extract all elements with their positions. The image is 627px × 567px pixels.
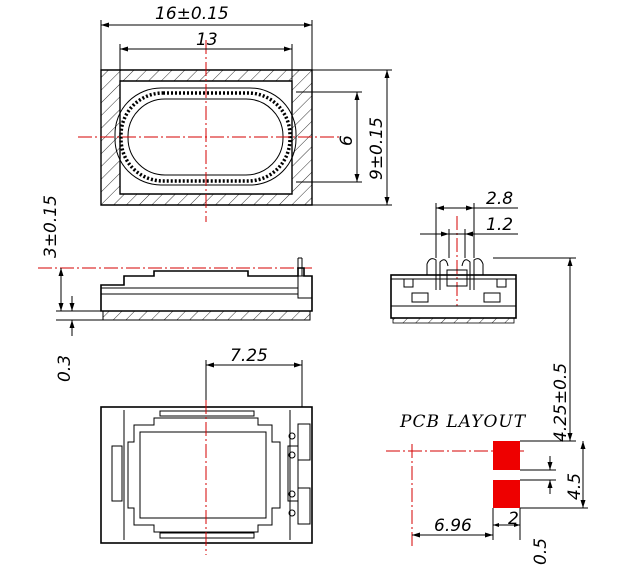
dim-top-width: 16±0.15 [155,4,229,24]
dim-pad-gap: 0.5 [531,538,551,565]
end-view-foam [392,317,515,324]
bottom-view: 7.25 [100,346,313,555]
pcb-layout-title: PCB LAYOUT [399,412,527,432]
end-view-terminal-right [461,258,484,290]
top-view: 16±0.15 13 6 9±0.15 [78,4,392,222]
pcb-pad-bottom [493,480,520,508]
dim-pad-pitch: 4.25±0.5 [551,363,571,442]
dim-pad-offset: 6.96 [434,516,472,536]
dim-pad-width: 2 [508,509,519,529]
dim-side-foam: 0.3 [55,355,75,382]
dim-terminal-pitch: 2.8 [486,189,513,209]
dim-pad-height: 4.5 [565,473,585,500]
bottom-view-inner-frame [127,417,281,533]
end-view-terminal-left [426,258,449,290]
dim-terminal-width: 1.2 [486,215,513,235]
dim-side-height: 3±0.15 [41,195,61,258]
side-view-foam [102,310,311,321]
pcb-layout: PCB LAYOUT 4.25±0.5 4.5 0.5 6.96 2 [386,257,588,565]
side-view: 3±0.15 0.3 [38,195,313,382]
dim-bottom-offset: 7.25 [230,346,268,366]
dim-top-inner-height: 6 [337,135,357,146]
dim-top-inner-width: 13 [196,30,218,50]
dim-top-height: 9±0.15 [367,117,387,180]
end-view: 2.8 1.2 [390,189,576,324]
pcb-pad-top [493,441,520,470]
side-view-body [100,267,313,312]
